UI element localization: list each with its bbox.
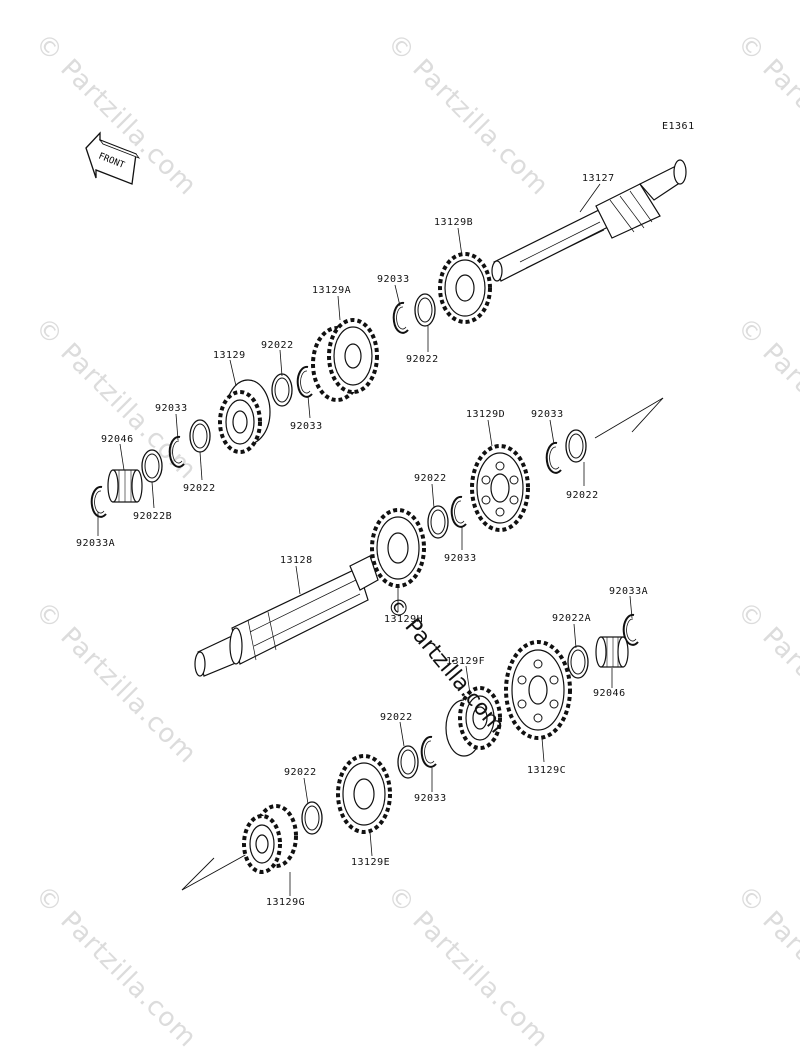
circlip-92033 (420, 735, 437, 768)
guide-lines (181, 397, 664, 891)
main-shaft-13127 (491, 159, 687, 282)
circlip-92033 (545, 441, 562, 474)
needle-bearing-92046 (595, 636, 629, 668)
ring-92022 (565, 429, 587, 463)
part-label-92033: 92033 (414, 793, 447, 804)
circlip-92033 (168, 435, 185, 468)
part-label-92022: 92022 (284, 767, 317, 778)
part-label-13128: 13128 (280, 555, 313, 566)
part-label-92022A: 92022A (552, 613, 592, 624)
part-label-92033A: 92033A (76, 538, 116, 549)
gear-13129C (504, 640, 572, 740)
needle-bearing-92046 (107, 469, 143, 503)
part-label-13129C: 13129C (527, 765, 567, 776)
ring-92022 (414, 293, 436, 327)
gear-13129A (311, 318, 379, 402)
part-label-92022: 92022 (380, 712, 413, 723)
part-label-13127: 13127 (582, 173, 615, 184)
gear-13129E (336, 754, 392, 834)
part-label-13129G: 13129G (266, 897, 306, 908)
ring-92022 (189, 419, 211, 453)
ring-92022 (271, 373, 293, 407)
circlip-92033A (90, 485, 107, 518)
part-label-92022: 92022 (183, 483, 216, 494)
part-label-92033: 92033 (377, 274, 410, 285)
part-label-92033: 92033 (444, 553, 477, 564)
part-label-92033A: 92033A (609, 586, 649, 597)
part-label-13129B: 13129B (434, 217, 474, 228)
part-label-92022: 92022 (406, 354, 439, 365)
ring-92022 (427, 505, 449, 539)
leader-lines (97, 183, 633, 896)
ring-92022A (567, 645, 589, 679)
front-arrow-icon: FRONT (85, 131, 141, 185)
gear-13129B (438, 252, 492, 324)
circlip-92033 (392, 301, 409, 334)
part-label-13129D: 13129D (466, 409, 506, 420)
circlip-92033 (450, 495, 467, 528)
part-label-92022: 92022 (414, 473, 447, 484)
diagram-code-label: E1361 (662, 121, 695, 132)
part-label-13129E: 13129E (351, 857, 391, 868)
ring-92022B (141, 449, 163, 483)
part-label-92022: 92022 (261, 340, 294, 351)
part-label-13129A: 13129A (312, 285, 352, 296)
part-label-13129: 13129 (213, 350, 246, 361)
part-label-92046: 92046 (101, 434, 134, 445)
gear-13129 (218, 379, 271, 454)
ring-92022 (301, 801, 323, 835)
part-label-92033: 92033 (290, 421, 323, 432)
gear-13129G (242, 804, 298, 874)
circlip-92033 (296, 365, 313, 398)
part-label-92022B: 92022B (133, 511, 173, 522)
counter-shaft-13128 (194, 555, 379, 677)
gear-13129H (370, 508, 426, 588)
part-label-92022: 92022 (566, 490, 599, 501)
part-label-13129H: 13129H (384, 614, 424, 625)
part-label-92033: 92033 (531, 409, 564, 420)
part-label-92033: 92033 (155, 403, 188, 414)
gear-13129D (470, 444, 530, 532)
part-label-92046: 92046 (593, 688, 626, 699)
ring-92022 (397, 745, 419, 779)
part-label-13129F: 13129F (446, 656, 486, 667)
gear-13129F (445, 686, 502, 757)
